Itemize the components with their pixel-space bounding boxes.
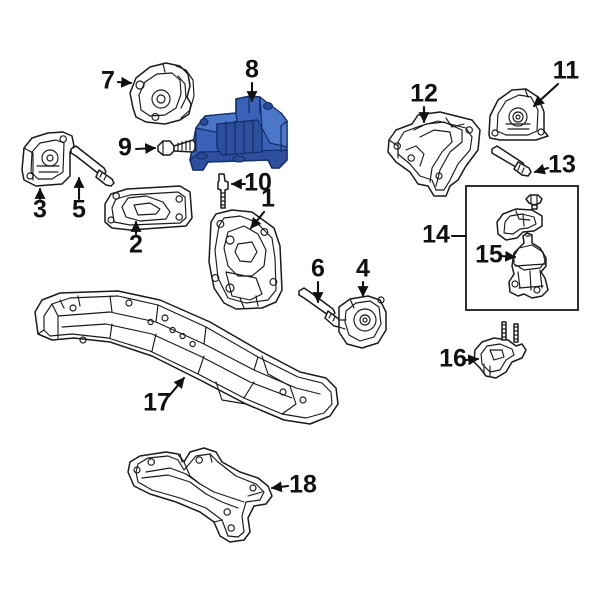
callout-label-14: 14 bbox=[422, 221, 450, 249]
callout-leader-15 bbox=[499, 250, 517, 262]
callout-1[interactable]: 1 bbox=[249, 185, 275, 230]
callout-8[interactable]: 8 bbox=[245, 56, 259, 103]
assembly-group-box-14[interactable] bbox=[465, 185, 579, 311]
callout-leader-1 bbox=[249, 210, 266, 230]
callout-label-8: 8 bbox=[245, 56, 259, 84]
callout-label-2: 2 bbox=[129, 231, 143, 259]
callout-label-7: 7 bbox=[101, 67, 115, 95]
part-13-mount-bolt[interactable] bbox=[491, 145, 532, 177]
callout-leader-11 bbox=[532, 82, 560, 108]
callout-label-6: 6 bbox=[311, 255, 325, 283]
callout-label-18: 18 bbox=[289, 471, 317, 499]
callout-4[interactable]: 4 bbox=[356, 255, 370, 298]
callout-label-3: 3 bbox=[33, 196, 47, 224]
callout-label-12: 12 bbox=[410, 80, 438, 108]
part-8-transmission-mount-bracket-highlighted[interactable] bbox=[189, 95, 288, 171]
callout-9[interactable]: 9 bbox=[118, 134, 157, 162]
callout-label-1: 1 bbox=[261, 185, 275, 213]
callout-7[interactable]: 7 bbox=[101, 67, 133, 95]
callout-label-13: 13 bbox=[548, 151, 576, 179]
callout-label-16: 16 bbox=[439, 345, 467, 373]
callout-leader-13 bbox=[533, 163, 550, 175]
part-18-rear-suspension-crossmember[interactable] bbox=[127, 447, 273, 543]
callout-label-15: 15 bbox=[475, 241, 503, 269]
callout-label-9: 9 bbox=[118, 134, 132, 162]
callout-label-5: 5 bbox=[72, 196, 86, 224]
callout-2[interactable]: 2 bbox=[129, 220, 143, 259]
callout-leader-7 bbox=[116, 76, 133, 88]
callout-12[interactable]: 12 bbox=[410, 80, 438, 124]
part-10-stud-bolt[interactable] bbox=[217, 173, 229, 209]
callout-label-4: 4 bbox=[356, 255, 370, 283]
callout-label-17: 17 bbox=[143, 389, 171, 417]
callout-leader-16 bbox=[464, 354, 480, 366]
callout-16[interactable]: 16 bbox=[439, 345, 480, 373]
callout-label-10: 10 bbox=[244, 169, 272, 197]
callout-leader-18 bbox=[270, 481, 290, 493]
callout-label-11: 11 bbox=[553, 57, 580, 85]
callout-leader-17 bbox=[167, 376, 186, 398]
callout-14[interactable]: 14 bbox=[422, 221, 468, 249]
part-17-front-subframe-crossmember[interactable] bbox=[34, 290, 339, 425]
part-2-rear-mount-bracket[interactable] bbox=[104, 185, 193, 231]
callout-13[interactable]: 13 bbox=[533, 151, 576, 179]
callout-leader-9 bbox=[134, 143, 157, 154]
part-5-mount-through-bolt[interactable] bbox=[70, 145, 115, 187]
part-16-mount-bracket-small[interactable] bbox=[473, 321, 527, 379]
callout-5[interactable]: 5 bbox=[72, 176, 86, 224]
part-15-hydraulic-engine-mount[interactable] bbox=[508, 232, 549, 299]
callout-17[interactable]: 17 bbox=[143, 376, 186, 417]
part-3-side-engine-mount[interactable] bbox=[21, 131, 75, 187]
part-12-mount-stay-bracket[interactable] bbox=[387, 111, 481, 197]
callout-3[interactable]: 3 bbox=[33, 187, 47, 224]
callout-6[interactable]: 6 bbox=[311, 255, 325, 304]
callout-11[interactable]: 11 bbox=[532, 57, 580, 108]
part-9-mounting-bolt[interactable] bbox=[157, 139, 196, 156]
group-box-frame bbox=[465, 185, 579, 311]
part-7-upper-engine-mount[interactable] bbox=[129, 62, 195, 125]
part-1-transmission-mount-bracket[interactable] bbox=[208, 209, 283, 310]
callout-15[interactable]: 15 bbox=[475, 241, 517, 269]
callout-10[interactable]: 10 bbox=[230, 169, 272, 197]
callout-18[interactable]: 18 bbox=[270, 471, 317, 499]
part-4-front-engine-mount[interactable] bbox=[338, 295, 387, 349]
